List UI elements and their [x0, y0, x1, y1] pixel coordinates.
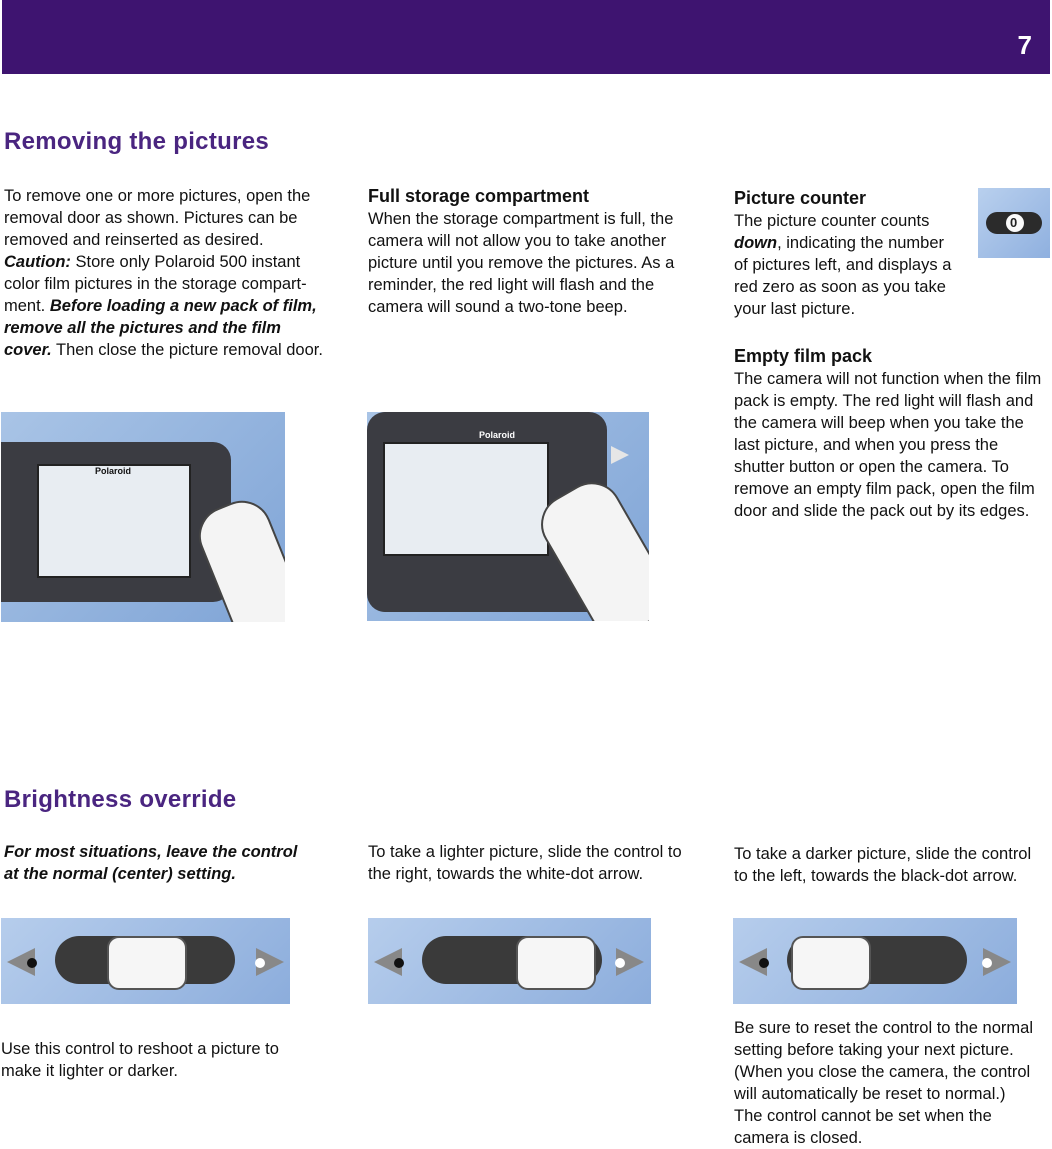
camera-illustration-removal-door: Polaroid	[1, 412, 285, 622]
picture-in-camera: Polaroid	[37, 464, 191, 578]
empty-film-block: Empty film pack The camera will not func…	[734, 344, 1052, 522]
picture-counter-block: Picture counter The picture counter coun…	[734, 186, 956, 320]
picture-counter-text-pre: The picture counter counts	[734, 212, 930, 230]
camera-illustration-removing-pictures: Polaroid	[367, 412, 649, 621]
empty-film-heading: Empty film pack	[734, 346, 873, 366]
counter-dial: 0	[1006, 214, 1024, 232]
section-title-brightness: Brightness override	[4, 786, 237, 813]
picture-in-camera: Polaroid	[383, 430, 549, 556]
brightness-lighter-text: To take a lighter picture, slide the con…	[368, 843, 682, 883]
slider-knob-left	[791, 936, 871, 990]
section-title-removing: Removing the pictures	[4, 128, 270, 155]
camera-brand: Polaroid	[95, 466, 132, 476]
black-dot-icon	[759, 958, 769, 968]
white-dot-icon	[255, 958, 265, 968]
brightness-control-center	[1, 918, 290, 1004]
picture-counter-heading: Picture counter	[734, 188, 867, 208]
picture-counter-emphasis: down	[734, 234, 778, 252]
before-loading-warning: Before loading a new pack of film, remov…	[4, 297, 317, 359]
full-storage-text: When the storage compartment is full, th…	[368, 210, 675, 316]
brightness-control-lighter	[368, 918, 651, 1004]
removing-intro: To remove one or more pictures, open the…	[4, 187, 311, 249]
counter-window: 0	[986, 212, 1042, 234]
white-dot-icon	[615, 958, 625, 968]
empty-film-text: The camera will not function when the fi…	[734, 370, 1042, 520]
slider-knob-right	[516, 936, 596, 990]
picture-counter-text-post: , indicating the number of pictures left…	[734, 234, 952, 318]
caution-label: Caution:	[4, 253, 71, 271]
picture-counter-illustration: 0	[978, 188, 1050, 258]
caution-text: Store only Polaroid 500 instant color fi…	[4, 253, 307, 315]
camera-brand: Polaroid	[479, 430, 516, 440]
brightness-darker-text: To take a darker picture, slide the cont…	[734, 845, 1032, 885]
removing-instructions: To remove one or more pictures, open the…	[4, 185, 326, 361]
full-storage-heading: Full storage compartment	[368, 186, 590, 206]
white-dot-icon	[982, 958, 992, 968]
black-dot-icon	[394, 958, 404, 968]
arrow-right-icon	[611, 446, 629, 464]
counter-value: 0	[1010, 215, 1018, 230]
black-dot-icon	[27, 958, 37, 968]
reset-control-note: Be sure to reset the control to the norm…	[734, 1019, 1033, 1147]
reshoot-note: Use this control to reshoot a picture to…	[1, 1040, 279, 1080]
page-number: 7	[1017, 30, 1032, 60]
page-header-bar: 7	[2, 0, 1050, 74]
removing-closing: Then close the picture removal door.	[56, 341, 323, 359]
slider-knob-center	[107, 936, 187, 990]
brightness-control-darker	[733, 918, 1017, 1004]
full-storage-block: Full storage compartment When the storag…	[368, 184, 688, 318]
brightness-normal-note: For most situations, leave the control a…	[4, 843, 298, 883]
